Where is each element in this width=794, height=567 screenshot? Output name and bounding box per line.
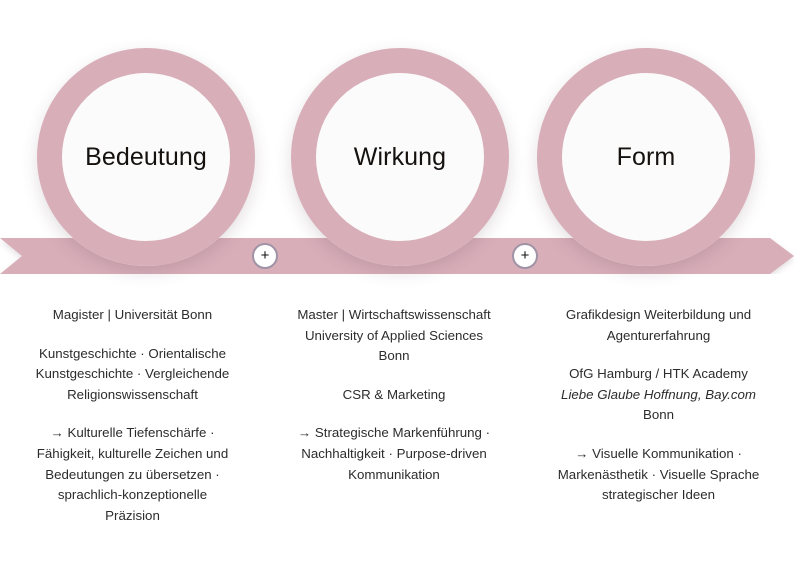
column-outcomes: → Visuelle Kommunikation · Markenästheti… [537, 444, 780, 506]
subject-line: CSR & Marketing [342, 386, 446, 402]
stage-circle-bedeutung[interactable]: Bedeutung [37, 48, 255, 266]
circle-label-form: Form [616, 142, 676, 171]
detail-columns: Magister | Universität Bonn Kunstgeschic… [0, 305, 794, 526]
subject-line: Bonn [642, 407, 675, 423]
column-heading: Grafikdesign Weiterbildung und Agenturer… [537, 305, 780, 346]
column-subjects: Kunstgeschichte · Orientalische Kunstges… [28, 344, 237, 406]
heading-line: Master | Wirtschaftswissenschaft [297, 307, 491, 322]
heading-line: Magister | Universität Bonn [52, 307, 213, 322]
subject-line: Kunstgeschichte · Orientalische [39, 345, 226, 361]
column-subjects: CSR & Marketing [281, 385, 507, 406]
outcome-line: Markenästhetik · Visuelle Sprache [557, 466, 760, 482]
plus-icon: + [520, 247, 530, 264]
heading-line: Grafikdesign Weiterbildung und [565, 307, 752, 322]
column-outcomes: → Strategische Markenführung · Nachhalti… [281, 423, 507, 485]
column-subjects: OfG Hamburg / HTK Academy Liebe Glaube H… [537, 364, 780, 426]
outcome-line: Fähigkeit, kulturelle Zeichen und [36, 446, 229, 462]
stage-circle-form[interactable]: Form [537, 48, 755, 266]
outcome-line: Präzision [105, 507, 160, 523]
circle-label-bedeutung: Bedeutung [85, 142, 207, 171]
heading-line: Bonn [378, 348, 410, 364]
column-bedeutung: Magister | Universität Bonn Kunstgeschic… [0, 305, 265, 526]
heading-line: Agenturerfahrung [606, 327, 711, 343]
subject-line-italic: Liebe Glaube Hoffnung, Bay.com [561, 386, 756, 402]
stage-circle-wirkung[interactable]: Wirkung [291, 48, 509, 266]
outcome-line: → Strategische Markenführung · [297, 425, 491, 441]
subject-line: Religionswissenschaft [67, 386, 198, 402]
outcome-line: sprachlich-konzeptionelle [57, 487, 208, 503]
outcome-line: Kommunikation [348, 466, 440, 482]
plus-icon: + [260, 247, 270, 264]
column-form: Grafikdesign Weiterbildung und Agenturer… [523, 305, 794, 526]
outcome-line: strategischer Ideen [601, 487, 716, 503]
plus-icon-connector-2[interactable]: + [512, 243, 538, 269]
circle-label-wirkung: Wirkung [353, 142, 447, 171]
outcome-line: Nachhaltigkeit · Purpose-driven [301, 446, 487, 462]
column-heading: Magister | Universität Bonn [28, 305, 237, 326]
subject-line: Kunstgeschichte · Vergleichende [35, 366, 230, 382]
outcome-line: → Kulturelle Tiefenschärfe · [50, 425, 215, 441]
heading-line: University of Applied Sciences [304, 327, 484, 343]
outcome-line: → Visuelle Kommunikation · [575, 446, 742, 462]
column-outcomes: → Kulturelle Tiefenschärfe · Fähigkeit, … [28, 423, 237, 526]
column-heading: Master | Wirtschaftswissenschaft Univers… [281, 305, 507, 367]
outcome-line: Bedeutungen zu übersetzen · [45, 466, 220, 482]
plus-icon-connector-1[interactable]: + [252, 243, 278, 269]
column-wirkung: Master | Wirtschaftswissenschaft Univers… [265, 305, 523, 526]
subject-line: OfG Hamburg / HTK Academy [569, 366, 748, 382]
